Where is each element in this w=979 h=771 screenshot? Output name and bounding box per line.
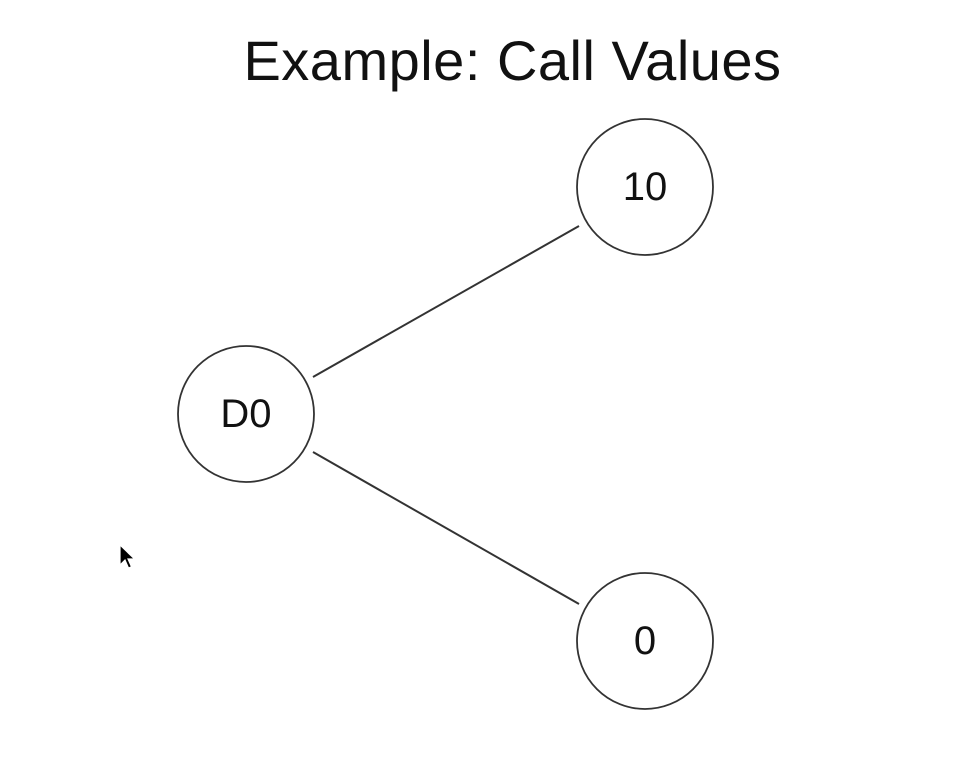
arrow-pointer-icon	[119, 543, 136, 569]
down-node: 0	[576, 572, 714, 710]
down-node-label: 0	[634, 619, 656, 663]
root-node: D0	[177, 345, 315, 483]
up-node-label: 10	[623, 165, 668, 209]
edge-root-to-up	[312, 225, 580, 378]
down-node-circle	[576, 572, 714, 710]
up-node-circle	[576, 118, 714, 256]
up-node: 10	[576, 118, 714, 256]
root-node-label: D0	[220, 392, 271, 436]
root-node-circle	[177, 345, 315, 483]
slide-title: Example: Call Values	[243, 29, 782, 92]
edge-root-to-down	[312, 451, 580, 605]
